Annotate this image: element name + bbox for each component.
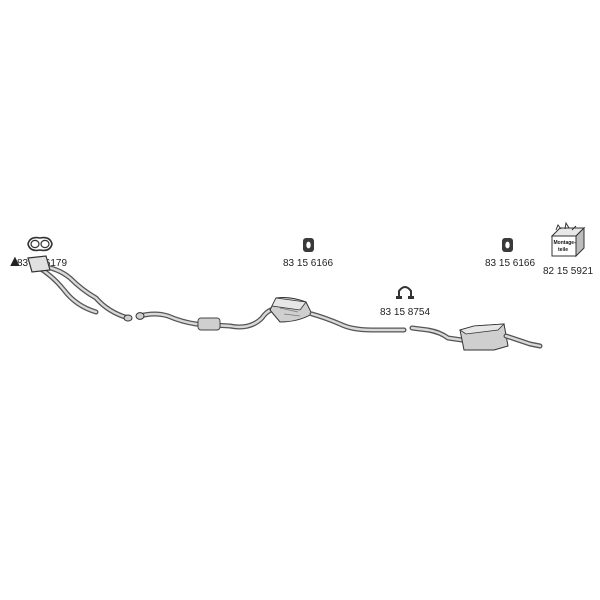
front-pipe	[27, 255, 133, 322]
hanger-2-part-number: 83 15 6166	[485, 258, 535, 269]
center-pipe	[135, 306, 285, 331]
hanger-part-number: 83 15 6166	[283, 258, 333, 269]
intermediate-pipe	[309, 311, 465, 343]
mounting-kit-part: Montage- teile 82 15 5921	[543, 221, 593, 277]
mounting-kit-part-number: 82 15 5921	[543, 266, 593, 277]
mounting-kit-box-text-1: Montage-	[554, 240, 577, 246]
mounting-kit-box-text-2: teile	[558, 247, 568, 253]
rubber-hanger-icon	[502, 238, 513, 252]
middle-silencer	[269, 297, 313, 323]
gasket-icon	[27, 236, 53, 252]
exhaust-line	[27, 255, 543, 351]
clamp-part-number: 83 15 8754	[380, 307, 430, 318]
rubber-hanger-part: 83 15 6166	[283, 238, 333, 269]
resonator-muffler	[197, 317, 221, 331]
warning-triangle-icon: ▲	[7, 253, 23, 270]
rubber-hanger-part-2: 83 15 6166	[485, 238, 535, 269]
clamp-part: 83 15 8754	[380, 286, 430, 318]
clamp-icon	[396, 286, 414, 299]
rear-muffler	[459, 323, 543, 351]
rubber-hanger-icon	[303, 238, 314, 252]
mounting-kit-box-icon: Montage- teile	[550, 221, 586, 258]
